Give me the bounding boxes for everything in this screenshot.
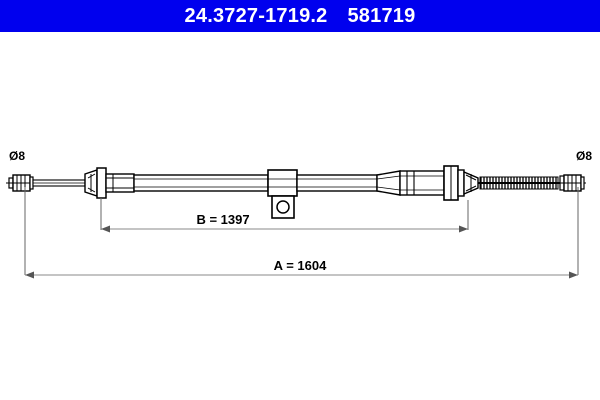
- header-bar: 24.3727-1719.2 581719: [0, 0, 600, 32]
- dimension-a: A = 1604: [25, 258, 578, 279]
- left-diameter-callout: Ø8: [9, 149, 25, 163]
- part-number-label: 24.3727-1719.2: [184, 5, 328, 27]
- cable-sheath-right: [296, 174, 378, 192]
- dimension-a-label: A = 1604: [274, 258, 327, 273]
- right-end-diameter-label: Ø8: [576, 149, 592, 163]
- spring-coil-section: [478, 176, 560, 190]
- right-diameter-callout: Ø8: [576, 149, 592, 163]
- dimension-b-label: B = 1397: [196, 212, 249, 227]
- article-number-label: 581719: [347, 5, 416, 27]
- cable-sheath-left: [133, 174, 269, 192]
- dimension-b: B = 1397: [101, 212, 468, 233]
- technical-drawing-canvas: Ø8 Ø8 B = 1397 A = 1604: [0, 32, 600, 400]
- cable-drawing-svg: Ø8 Ø8 B = 1397 A = 1604: [6, 149, 592, 279]
- left-thin-rod: [32, 179, 86, 187]
- left-connector-assembly: [84, 167, 135, 230]
- extension-lines: [24, 187, 579, 275]
- right-connector-assembly: [376, 165, 479, 230]
- left-end-nipple: [6, 174, 34, 192]
- center-mounting-bracket: [267, 169, 298, 219]
- bracket-mount-hole: [276, 200, 290, 214]
- left-end-diameter-label: Ø8: [9, 149, 25, 163]
- right-end-nipple: [558, 174, 586, 192]
